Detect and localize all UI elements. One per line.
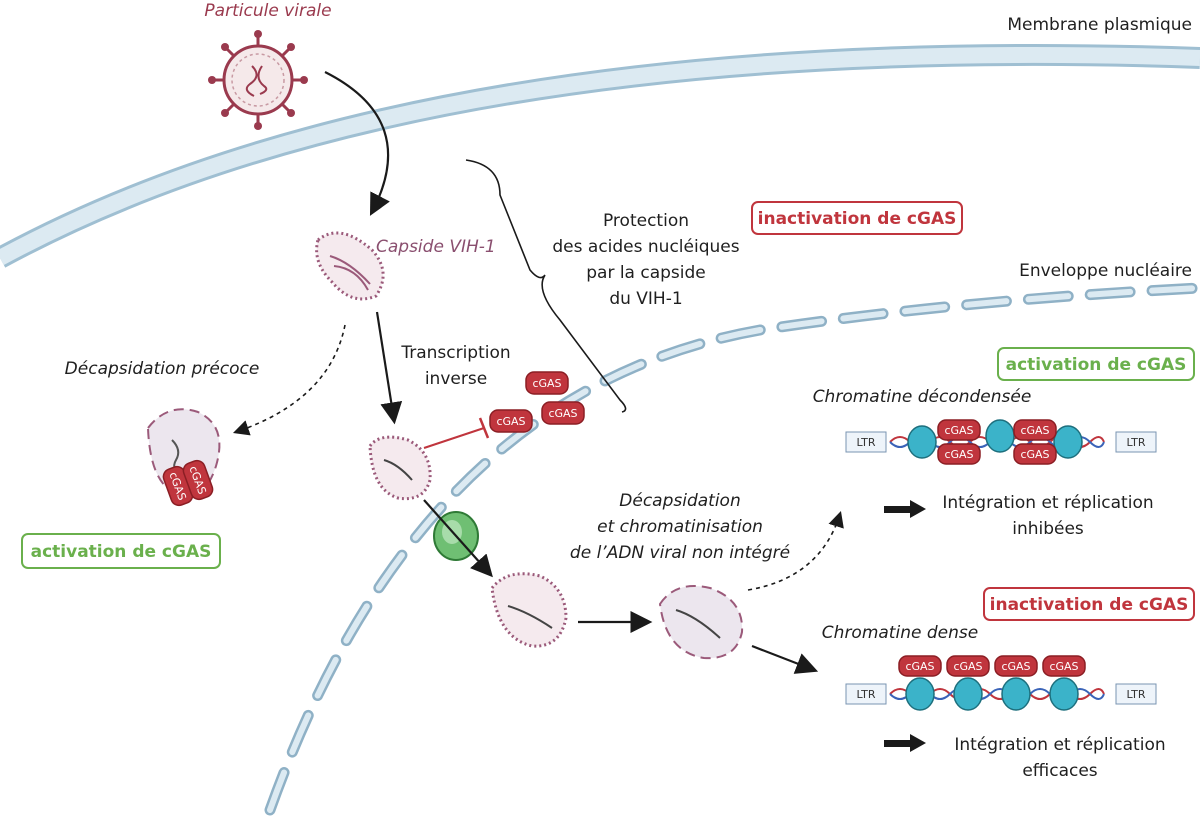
rt-capsid-icon	[368, 435, 432, 501]
inactivation-box-top: inactivation de cGAS	[751, 201, 963, 235]
nucleosome-icon	[907, 425, 937, 459]
cgas-protein: cGAS	[525, 371, 569, 395]
svg-text:LTR: LTR	[1127, 688, 1146, 701]
ltr-box: LTR	[845, 431, 887, 453]
svg-text:par la capside: par la capside	[586, 263, 706, 283]
svg-text:LTR: LTR	[1127, 436, 1146, 449]
membrane-label: Membrane plasmique	[1007, 15, 1192, 35]
svg-text:cGAS: cGAS	[905, 660, 934, 673]
capsid-icon	[315, 231, 385, 301]
svg-text:cGAS: cGAS	[944, 448, 973, 461]
decondensed-chromatin: LTR LTR cGAS cGAS cGAS cGAS	[845, 419, 1157, 465]
inhibited-outcome: Intégration et réplication inhibées	[884, 493, 1154, 539]
nucleosome-icon	[985, 419, 1015, 453]
cgas-protein: cGAS	[937, 419, 981, 441]
protection-text: Protection des acides nucléiques par la …	[552, 211, 739, 309]
uncoated-capsid-nuclear	[658, 585, 744, 660]
plasma-membrane	[0, 43, 1200, 268]
svg-text:Intégration et réplication: Intégration et réplication	[954, 735, 1165, 755]
early-uncoating-label: Décapsidation précoce	[65, 359, 260, 379]
rt-label-line2: inverse	[425, 369, 487, 389]
svg-text:cGAS: cGAS	[1049, 660, 1078, 673]
svg-text:cGAS: cGAS	[1020, 424, 1049, 437]
cgas-protein: cGAS	[1042, 655, 1086, 677]
svg-text:inhibées: inhibées	[1012, 519, 1084, 539]
svg-text:efficaces: efficaces	[1022, 761, 1097, 781]
virus-label: Particule virale	[204, 1, 331, 21]
cgas-protein: cGAS	[937, 443, 981, 465]
svg-text:inactivation de cGAS: inactivation de cGAS	[758, 209, 957, 229]
activation-box-right: activation de cGAS	[997, 347, 1195, 381]
inactivation-box-bottom: inactivation de cGAS	[983, 587, 1195, 621]
rt-arrow	[375, 311, 403, 425]
import-arrow	[423, 499, 493, 578]
nucleosome-icon	[905, 677, 935, 711]
dense-arrow	[751, 644, 819, 674]
svg-text:cGAS: cGAS	[532, 377, 561, 390]
nucleosome-icon	[953, 677, 983, 711]
efficient-outcome: Intégration et réplication efficaces	[884, 734, 1166, 781]
chromatinization-text: Décapsidation et chromatinisation de l’A…	[570, 491, 790, 563]
cgas-protein: cGAS	[898, 655, 942, 677]
cgas-protein-left: cGAS	[182, 459, 214, 501]
svg-text:cGAS: cGAS	[548, 407, 577, 420]
nucleosome-icon	[1049, 677, 1079, 711]
cgas-protein: cGAS	[541, 401, 585, 425]
svg-text:du VIH-1: du VIH-1	[609, 289, 682, 309]
decondensed-label: Chromatine décondensée	[813, 387, 1032, 407]
cgas-protein: cGAS	[489, 409, 533, 433]
svg-text:cGAS: cGAS	[953, 660, 982, 673]
ltr-box: LTR	[1115, 683, 1157, 705]
cgas-protein: cGAS	[1013, 419, 1057, 441]
cgas-protein: cGAS	[1013, 443, 1057, 465]
svg-text:cGAS: cGAS	[1020, 448, 1049, 461]
svg-text:activation de cGAS: activation de cGAS	[31, 542, 212, 562]
ltr-box: LTR	[1115, 431, 1157, 453]
virus-particle-icon	[208, 30, 308, 130]
ltr-box: LTR	[845, 683, 887, 705]
svg-text:et chromatinisation: et chromatinisation	[597, 517, 763, 537]
dense-chromatin: LTR LTR cGAS cGAS cGAS cGAS	[845, 655, 1157, 711]
svg-text:des acides nucléiques: des acides nucléiques	[552, 237, 739, 257]
svg-text:Intégration et réplication: Intégration et réplication	[942, 493, 1153, 513]
svg-text:de l’ADN viral non intégré: de l’ADN viral non intégré	[570, 543, 790, 563]
svg-text:LTR: LTR	[857, 436, 876, 449]
nuclear-envelope	[264, 282, 1200, 816]
nuclear-envelope-label: Enveloppe nucléaire	[1019, 261, 1192, 281]
protection-brace	[465, 159, 627, 413]
decondensed-arrow	[747, 510, 844, 591]
svg-text:cGAS: cGAS	[944, 424, 973, 437]
rt-label-line1: Transcription	[400, 343, 510, 363]
nuclear-capsid-icon	[490, 572, 568, 648]
svg-text:inactivation de cGAS: inactivation de cGAS	[990, 595, 1189, 615]
uncoated-capsid-left: cGAS cGAS	[146, 408, 221, 507]
early-uncoating-arrow	[232, 324, 346, 436]
svg-text:cGAS: cGAS	[1001, 660, 1030, 673]
cgas-protein: cGAS	[946, 655, 990, 677]
dense-label: Chromatine dense	[822, 623, 978, 643]
svg-text:cGAS: cGAS	[496, 415, 525, 428]
nucleosome-icon	[1053, 425, 1083, 459]
cgas-protein: cGAS	[994, 655, 1038, 677]
svg-text:LTR: LTR	[857, 688, 876, 701]
capsid-label: Capside VIH-1	[376, 237, 496, 257]
svg-text:Protection: Protection	[603, 211, 689, 231]
svg-text:Décapsidation: Décapsidation	[619, 491, 740, 511]
inhibition-line	[423, 417, 490, 449]
activation-box-left: activation de cGAS	[21, 533, 221, 569]
nucleosome-icon	[1001, 677, 1031, 711]
svg-text:activation de cGAS: activation de cGAS	[1006, 355, 1187, 375]
entry-arrow	[324, 71, 390, 216]
